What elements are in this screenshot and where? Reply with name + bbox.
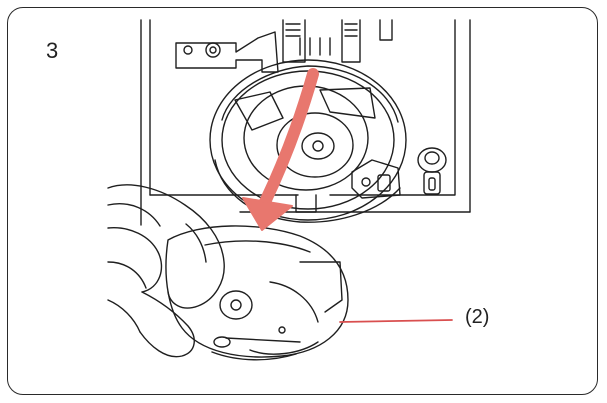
bobbin-case <box>166 226 348 360</box>
latch-mechanism <box>296 148 446 212</box>
callout-label: (2) <box>465 306 489 329</box>
callout-leader-line <box>340 320 452 322</box>
step-number: 3 <box>46 38 58 64</box>
presser-foot <box>176 20 360 72</box>
